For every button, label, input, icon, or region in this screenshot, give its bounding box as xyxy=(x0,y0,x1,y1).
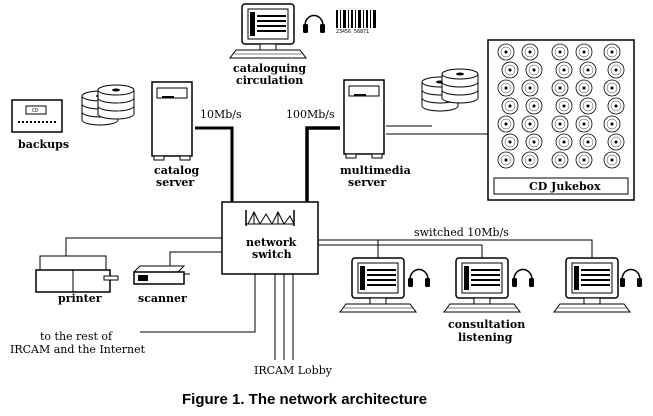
tape-label: CD xyxy=(32,108,38,114)
jukebox-disc xyxy=(497,151,515,169)
jukebox-disc xyxy=(525,61,543,79)
tape-drive-icon: CD xyxy=(11,99,63,133)
jukebox-disc xyxy=(521,151,539,169)
jukebox-disc xyxy=(497,43,515,61)
figure-caption: Figure 1. The network architecture xyxy=(182,391,427,408)
label-backups: backups xyxy=(18,138,69,151)
jukebox-disc xyxy=(551,115,569,133)
jukebox-disc xyxy=(497,79,515,97)
jukebox-disc xyxy=(603,43,621,61)
label-consultation: consultation xyxy=(448,318,525,331)
cd-jukebox xyxy=(487,39,635,201)
link-switch-internet xyxy=(140,274,256,333)
jukebox-disc xyxy=(521,43,539,61)
label-catalog-server-2: server xyxy=(156,176,194,189)
jukebox-disc xyxy=(551,151,569,169)
jukebox-disc xyxy=(603,115,621,133)
link-multimedia-switch xyxy=(305,126,340,202)
backup-storage-icon xyxy=(81,84,135,126)
jukebox-disc xyxy=(525,133,543,151)
link-switch-stations xyxy=(318,239,379,258)
jukebox-disc xyxy=(521,79,539,97)
cataloguing-workstation xyxy=(229,3,307,59)
link-switch-printer xyxy=(65,237,222,258)
jukebox-disc xyxy=(607,133,625,151)
jukebox-disc xyxy=(551,79,569,97)
multimedia-server-icon xyxy=(343,79,385,159)
jukebox-disc xyxy=(555,133,573,151)
label-rest-2: IRCAM and the Internet xyxy=(10,343,146,356)
label-catalog-server-1: catalog xyxy=(154,164,200,177)
jukebox-disc xyxy=(575,115,593,133)
label-listening: listening xyxy=(458,331,513,344)
multimedia-storage-icon xyxy=(421,68,479,112)
jukebox-disc xyxy=(525,97,543,115)
printer-icon xyxy=(35,255,119,293)
consultation-station-3 xyxy=(553,257,643,313)
barcode-icon xyxy=(336,10,376,28)
label-multimedia-server-2: server xyxy=(348,176,386,189)
jukebox-disc xyxy=(501,61,519,79)
label-circulation: circulation xyxy=(236,74,303,87)
jukebox-disc xyxy=(579,133,597,151)
jukebox-disc xyxy=(579,61,597,79)
jukebox-disc xyxy=(501,133,519,151)
label-cataloguing: cataloguing xyxy=(233,62,306,75)
label-rest-1: to the rest of xyxy=(40,330,113,343)
label-switch-1: network xyxy=(246,236,297,249)
jukebox-disc xyxy=(501,97,519,115)
barcode-number: 23456 56871 xyxy=(336,29,369,35)
scanner-icon xyxy=(132,265,190,285)
jukebox-disc xyxy=(603,79,621,97)
jukebox-disc xyxy=(497,115,515,133)
consultation-station-2 xyxy=(443,257,535,313)
jukebox-disc xyxy=(607,61,625,79)
switch-logo-icon xyxy=(245,210,295,226)
jukebox-disc xyxy=(555,61,573,79)
jukebox-disc xyxy=(603,151,621,169)
jukebox-disc xyxy=(579,97,597,115)
headphones-icon xyxy=(302,14,326,34)
jukebox-disc xyxy=(575,151,593,169)
jukebox-disc xyxy=(551,43,569,61)
jukebox-disc xyxy=(607,97,625,115)
label-switched-speed: switched 10Mb/s xyxy=(414,226,509,239)
catalog-server-icon xyxy=(151,81,193,161)
label-jukebox: CD Jukebox xyxy=(529,180,601,193)
jukebox-disc xyxy=(575,79,593,97)
label-lobby: IRCAM Lobby xyxy=(254,364,333,377)
network-switch: network switch xyxy=(221,201,319,275)
link-catalog-switch xyxy=(195,126,234,202)
label-multimedia-server-1: multimedia xyxy=(340,164,411,177)
connection-lines xyxy=(65,125,593,360)
consultation-station-1 xyxy=(339,257,431,313)
label-speed-multimedia: 100Mb/s xyxy=(286,108,335,121)
label-speed-catalog: 10Mb/s xyxy=(200,108,242,121)
link-switch-scanner xyxy=(169,251,222,266)
jukebox-disc xyxy=(521,115,539,133)
label-printer: printer xyxy=(58,292,102,305)
label-switch-2: switch xyxy=(252,248,292,261)
jukebox-disc xyxy=(555,97,573,115)
label-scanner: scanner xyxy=(138,292,187,305)
jukebox-disc xyxy=(575,43,593,61)
